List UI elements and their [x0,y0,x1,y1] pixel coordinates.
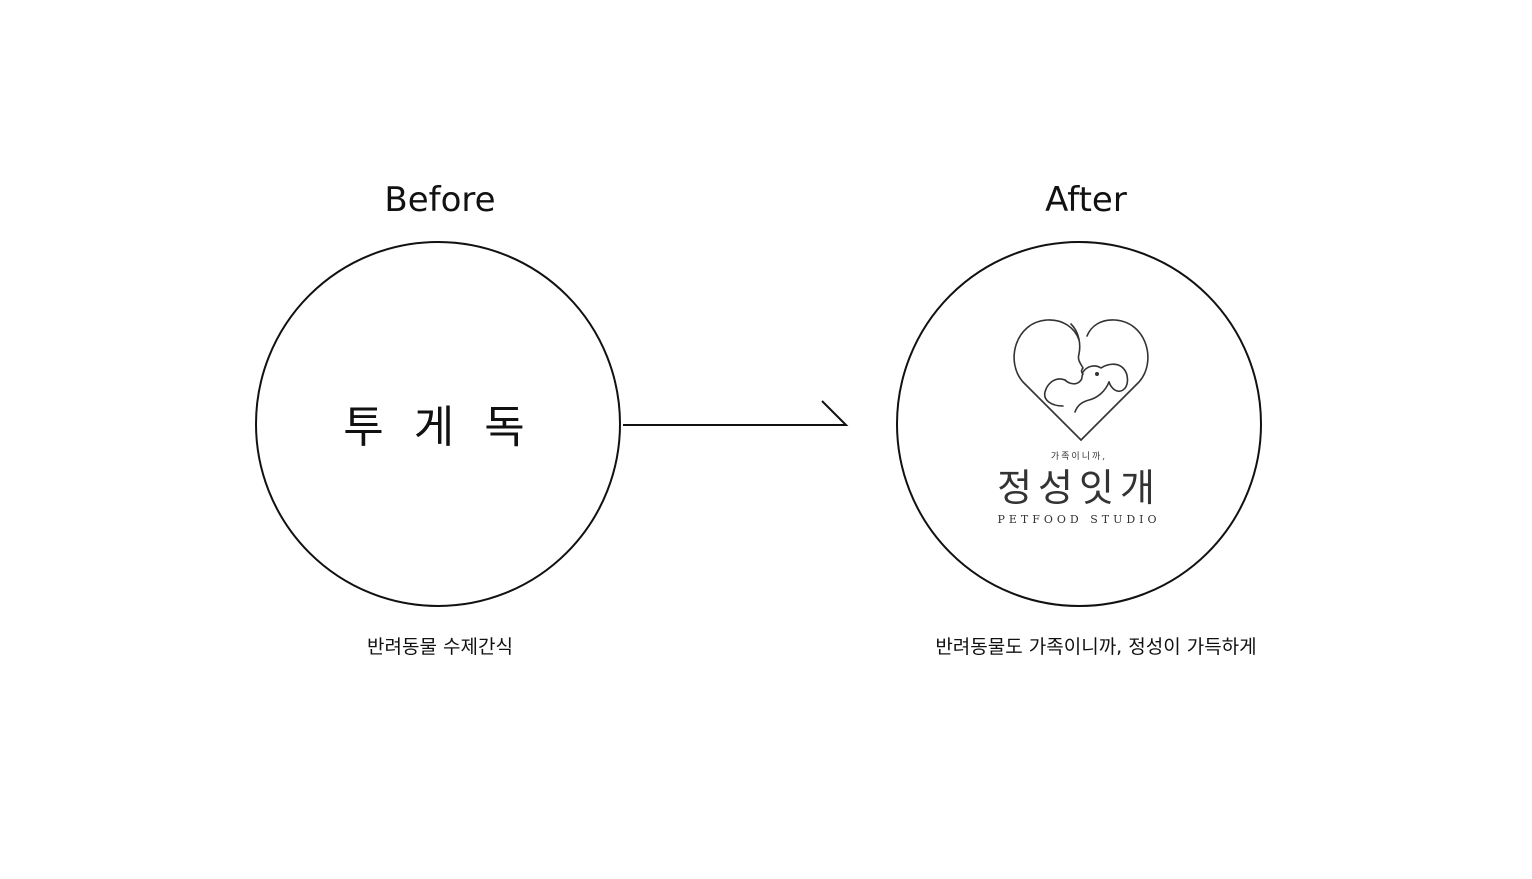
heart-woman-dog-icon [1013,319,1149,441]
arrow-right-icon [623,400,849,426]
before-caption: 반려동물 수제간식 [367,636,513,658]
before-logo-text: 투 게 독 [343,402,533,453]
before-circle: 투 게 독 [255,241,621,607]
after-heading: After [1045,180,1127,220]
logo-subtitle: PETFOOD STUDIO [997,513,1161,526]
after-logo: 가족이니까, 정성잇개 PETFOOD STUDIO [898,243,1260,605]
after-caption: 반려동물도 가족이니까, 정성이 가득하게 [935,636,1257,658]
before-heading: Before [384,180,496,220]
after-circle: 가족이니까, 정성잇개 PETFOOD STUDIO [896,241,1262,607]
logo-name: 정성잇개 [997,466,1161,510]
logo-tagline: 가족이니까, [1050,452,1108,462]
